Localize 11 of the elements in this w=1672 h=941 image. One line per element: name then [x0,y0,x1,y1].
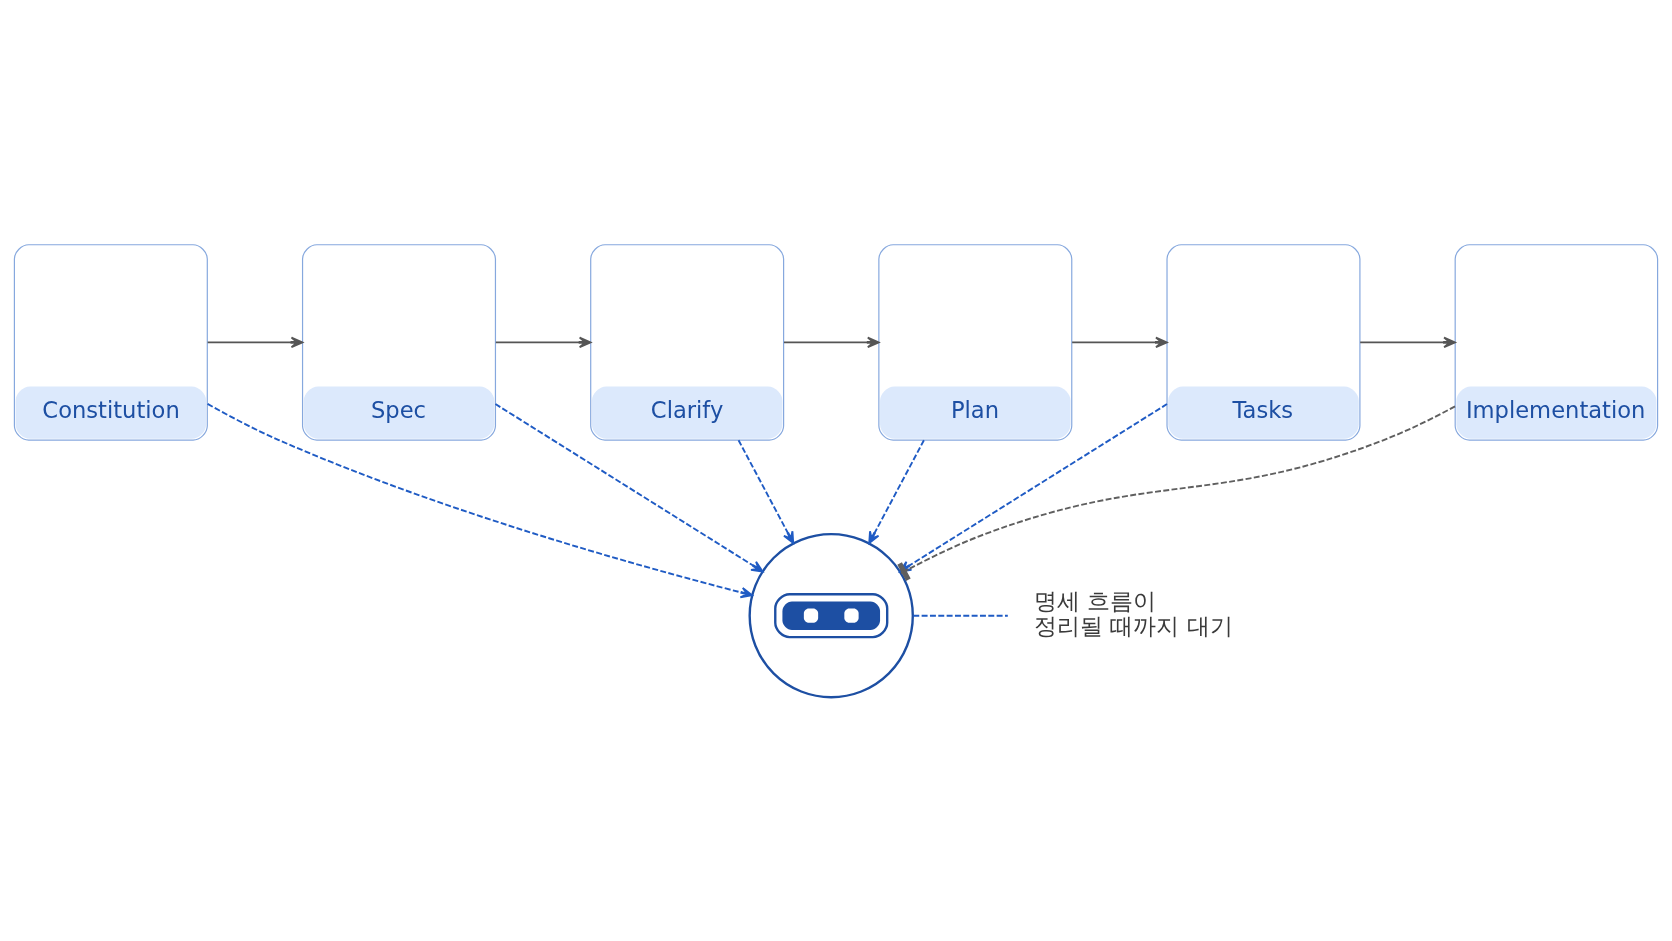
node-text: 명세 흐름이 정리될 때까지 대기 [1034,587,1233,639]
arrow [1359,336,1456,348]
arrow [868,438,925,544]
connector [912,614,1009,617]
arrow [1071,336,1168,348]
arrow [494,336,592,348]
arrow [737,438,795,544]
arrow [783,336,880,348]
arrow [206,336,304,348]
arrow [494,402,764,572]
arrow [206,402,753,598]
